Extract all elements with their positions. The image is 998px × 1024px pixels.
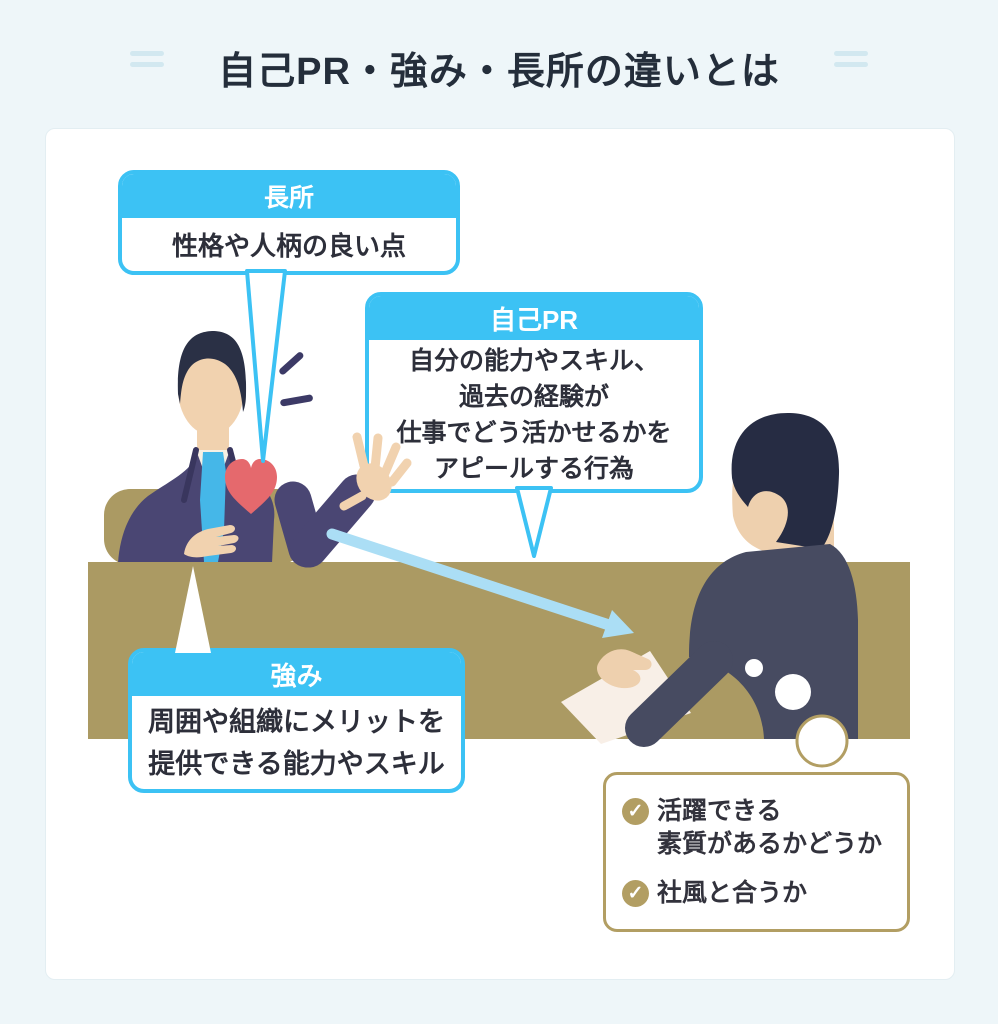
speech-emphasis-marks: [279, 352, 313, 407]
presenter-fingers: [339, 432, 412, 511]
presenter-chest-hand: [184, 525, 239, 558]
bubble-jikopr-line-2: 過去の経験が: [458, 382, 609, 411]
interviewer-checklist: ✓ 活躍できる 素質があるかどうか ✓ 社風と合うか: [603, 772, 910, 932]
presenter-hair: [177, 331, 247, 412]
bubble-tsuyomi-line-1: 周囲や組織にメリットを: [148, 706, 445, 737]
appeal-arrow: [326, 528, 634, 638]
check-circle-icon: ✓: [622, 798, 649, 825]
bubble-tsuyomi: 強み 周囲や組織にメリットを 提供できる能力やスキル: [128, 648, 465, 793]
interviewer-hand: [597, 649, 652, 689]
appeal-arrow-shaft: [326, 528, 615, 631]
thought-circle-small: [745, 659, 763, 677]
emphasis-dash-1: [279, 352, 304, 375]
presenter-raised-arm: [274, 432, 412, 568]
interviewer-suit: [689, 544, 858, 739]
interviewer-arm: [625, 641, 733, 747]
thought-circle-medium: [775, 674, 811, 710]
title-accent-left-bar-2: [130, 62, 164, 67]
thought-circles: [745, 659, 849, 768]
page-title: 自己PR・強み・長所の違いとは: [218, 51, 780, 93]
title-accent-right-bar-1: [834, 51, 868, 56]
bubble-chousho: 長所 性格や人柄の良い点: [118, 170, 460, 275]
bubble-chousho-header: 長所: [122, 174, 456, 218]
bubble-jikopr-line-4: アピールする行為: [433, 454, 634, 483]
checklist-item-1: ✓ 活躍できる 素質があるかどうか: [622, 795, 891, 861]
presenter-figure: [104, 331, 313, 565]
title-accent-left-bar-1: [130, 51, 164, 56]
checklist-item-1-line-1: 活躍できる: [657, 797, 782, 825]
bubble-jikopr-tail: [515, 486, 553, 558]
check-circle-icon: ✓: [622, 880, 649, 907]
checklist-item-1-line-2: 素質があるかどうか: [657, 830, 883, 858]
bubble-chousho-body: 性格や人柄の良い点: [171, 231, 406, 261]
checklist-item-2: ✓ 社風と合うか: [622, 877, 891, 910]
checklist-item-2-line-1: 社風と合うか: [657, 879, 808, 907]
bubble-tsuyomi-tail: [175, 566, 211, 653]
bubble-jikopr-body: 自分の能力やスキル、 過去の経験が 仕事でどう活かせるかを アピールする行為: [369, 340, 699, 489]
bubble-tsuyomi-body: 周囲や組織にメリットを 提供できる能力やスキル: [132, 696, 461, 789]
bubble-tsuyomi-line-2: 提供できる能力やスキル: [148, 748, 445, 779]
bubble-jikopr-line-1: 自分の能力やスキル、: [408, 346, 659, 375]
bubble-jikopr: 自己PR 自分の能力やスキル、 過去の経験が 仕事でどう活かせるかを アピールす…: [365, 292, 703, 493]
interviewer-figure: [561, 412, 858, 747]
bubble-jikopr-header: 自己PR: [369, 296, 699, 340]
bubble-chousho-tail: [245, 269, 287, 463]
heart-icon: [225, 459, 277, 514]
appeal-arrow-head: [602, 610, 634, 638]
title-accent-right-bar-2: [834, 62, 868, 67]
thought-circle-large: [795, 714, 849, 768]
bubble-tsuyomi-header: 強み: [132, 652, 461, 696]
presenter-lapel-left: [181, 447, 199, 503]
emphasis-dash-2: [280, 394, 313, 407]
bubble-jikopr-line-3: 仕事でどう活かせるかを: [396, 418, 672, 447]
interviewer-hair: [731, 412, 840, 549]
